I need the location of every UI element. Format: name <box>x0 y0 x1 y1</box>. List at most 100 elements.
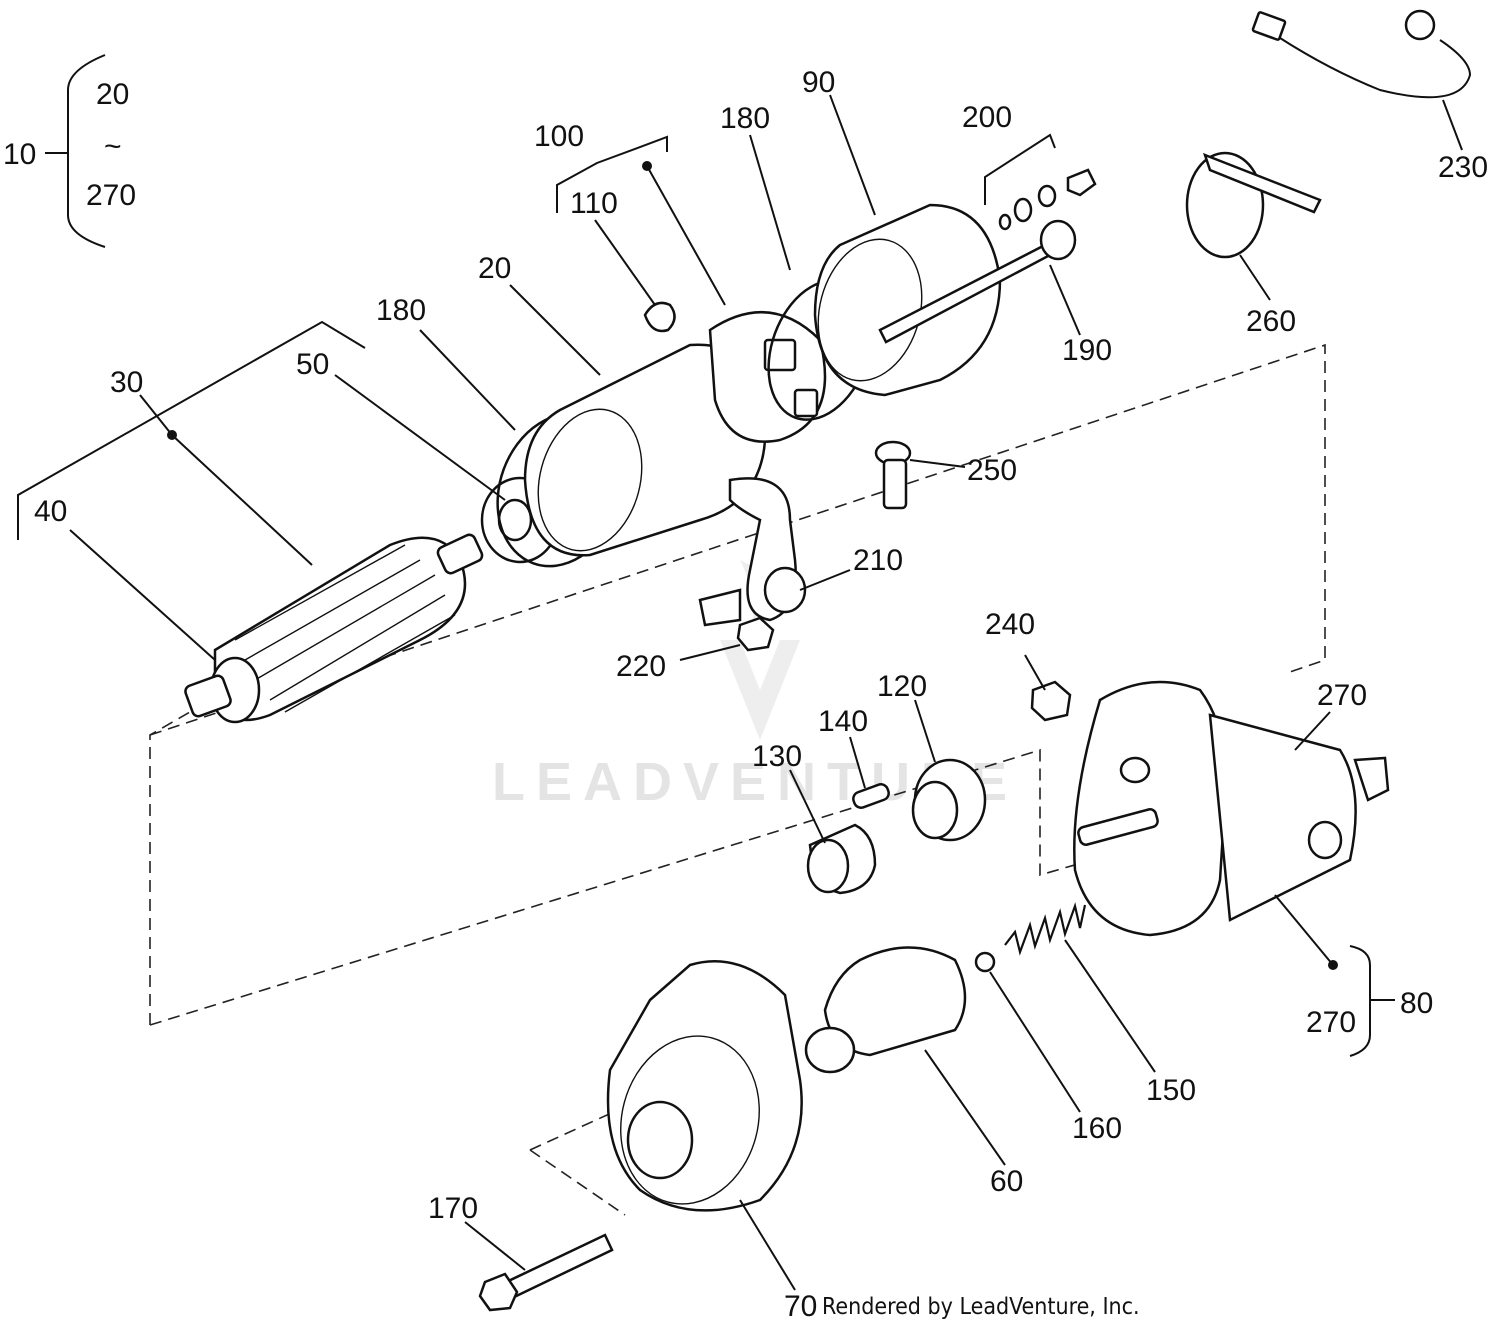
footer: 70 Rendered by LeadVenture, Inc. <box>784 1290 1140 1323</box>
leader-220 <box>679 644 741 661</box>
yoke-opening <box>537 408 643 552</box>
leader-70 <box>739 1199 796 1291</box>
callout-150: 150 <box>1146 1074 1196 1107</box>
nut <box>1066 168 1097 197</box>
harness-connector <box>1251 11 1287 41</box>
brush-spring-part <box>643 301 676 333</box>
assembly-10-range-start: 20 <box>96 78 129 111</box>
callout-10: 10 <box>3 138 36 171</box>
leader-40 <box>69 529 216 661</box>
screw-part <box>874 440 912 510</box>
rear-cover-part <box>813 203 1002 397</box>
terminal-nut-part <box>736 616 775 652</box>
leader-30-part <box>171 434 313 566</box>
callout-30: 30 <box>110 366 143 399</box>
leader-30 <box>139 394 173 436</box>
steel-ball-part <box>974 951 996 973</box>
nut-240-part <box>1030 680 1072 722</box>
pinion-body <box>823 946 967 1057</box>
brush-2 <box>793 388 819 418</box>
callout-230: 230 <box>1438 151 1488 184</box>
return-spring-part <box>1004 902 1087 956</box>
washer-spring <box>1037 184 1057 208</box>
leader-260 <box>1239 254 1271 301</box>
front-housing-bore <box>626 1100 694 1180</box>
assembly-10-group: 10 20 ~ 270 <box>3 54 136 248</box>
bracket-200 <box>984 133 1056 205</box>
pin-part <box>852 783 890 809</box>
callout-120: 120 <box>877 670 927 703</box>
callout-190: 190 <box>1062 334 1112 367</box>
assembly-10-range-sep: ~ <box>104 130 122 163</box>
leader-120 <box>914 699 936 763</box>
harness-ring-terminal <box>1404 9 1436 41</box>
band-tail <box>1202 152 1322 214</box>
callout-240: 240 <box>985 608 1035 641</box>
nut-washer-set-part <box>998 168 1097 231</box>
leader-270-bottom <box>1274 894 1334 966</box>
pinion-hub <box>804 1026 856 1074</box>
leader-250 <box>909 459 966 468</box>
brush-1 <box>763 338 797 372</box>
band-loop <box>1185 151 1265 259</box>
callout-70: 70 <box>784 1290 817 1323</box>
harness-wire <box>1279 37 1472 99</box>
washer-small <box>998 213 1012 231</box>
callout-110: 110 <box>570 187 618 220</box>
leader-180-left <box>419 329 516 431</box>
guide-line-front-lower <box>529 1149 626 1216</box>
leader-270-top <box>1294 711 1331 751</box>
callout-170: 170 <box>428 1192 478 1225</box>
idler-gear-part <box>911 758 987 842</box>
mounting-bolt-head <box>478 1272 519 1312</box>
callout-40: 40 <box>34 495 67 528</box>
leader-20 <box>509 284 601 376</box>
assembly-10-range-end: 270 <box>86 179 136 212</box>
leader-210 <box>799 569 851 591</box>
leader-190 <box>1049 264 1081 336</box>
leader-240 <box>1024 654 1046 691</box>
leader-50 <box>334 374 506 501</box>
leader-130 <box>789 769 826 844</box>
guide-line-armature <box>149 711 191 1025</box>
housing-hole <box>1119 756 1151 784</box>
callout-80: 80 <box>1400 987 1433 1020</box>
front-housing-part <box>606 960 803 1212</box>
screw-shank <box>882 458 908 510</box>
callout-220: 220 <box>616 650 666 683</box>
leader-160 <box>989 971 1081 1113</box>
callout-250: 250 <box>967 454 1017 487</box>
assembly-guide-lines <box>149 343 1326 1216</box>
callout-130: 130 <box>752 740 802 773</box>
callout-270-bottom: 270 <box>1306 1006 1356 1039</box>
callout-90: 90 <box>802 66 835 99</box>
solenoid-terminal <box>1307 820 1343 860</box>
rear-cover-body <box>813 203 1002 397</box>
armature-shaft-end <box>436 533 484 575</box>
leader-60 <box>924 1049 1006 1166</box>
callout-200: 200 <box>962 101 1012 134</box>
front-housing-body <box>606 960 803 1212</box>
through-bolt-part <box>878 219 1077 344</box>
brush-holder-plate <box>708 311 827 443</box>
footer-credit: Rendered by LeadVenture, Inc. <box>822 1294 1140 1320</box>
retainer-part <box>806 823 877 895</box>
leader-230 <box>1442 99 1463 151</box>
callout-100: 100 <box>534 120 584 153</box>
solenoid-tab <box>1353 756 1390 802</box>
leader-110 <box>594 219 656 306</box>
leader-180-right <box>749 134 791 271</box>
yoke-terminal-lug <box>698 588 742 627</box>
bracket-30 <box>17 320 366 540</box>
through-bolt-head <box>1039 219 1077 261</box>
brush-holder-part <box>708 311 827 443</box>
front-housing-flange <box>620 1035 760 1205</box>
armature-windings <box>234 544 456 713</box>
housing-shaft <box>1077 808 1159 846</box>
leader-lines <box>69 94 1463 1291</box>
mounting-bolt-part <box>478 1233 614 1312</box>
callout-140: 140 <box>818 705 868 738</box>
leader-140 <box>849 736 866 789</box>
solenoid-body <box>1208 713 1357 922</box>
